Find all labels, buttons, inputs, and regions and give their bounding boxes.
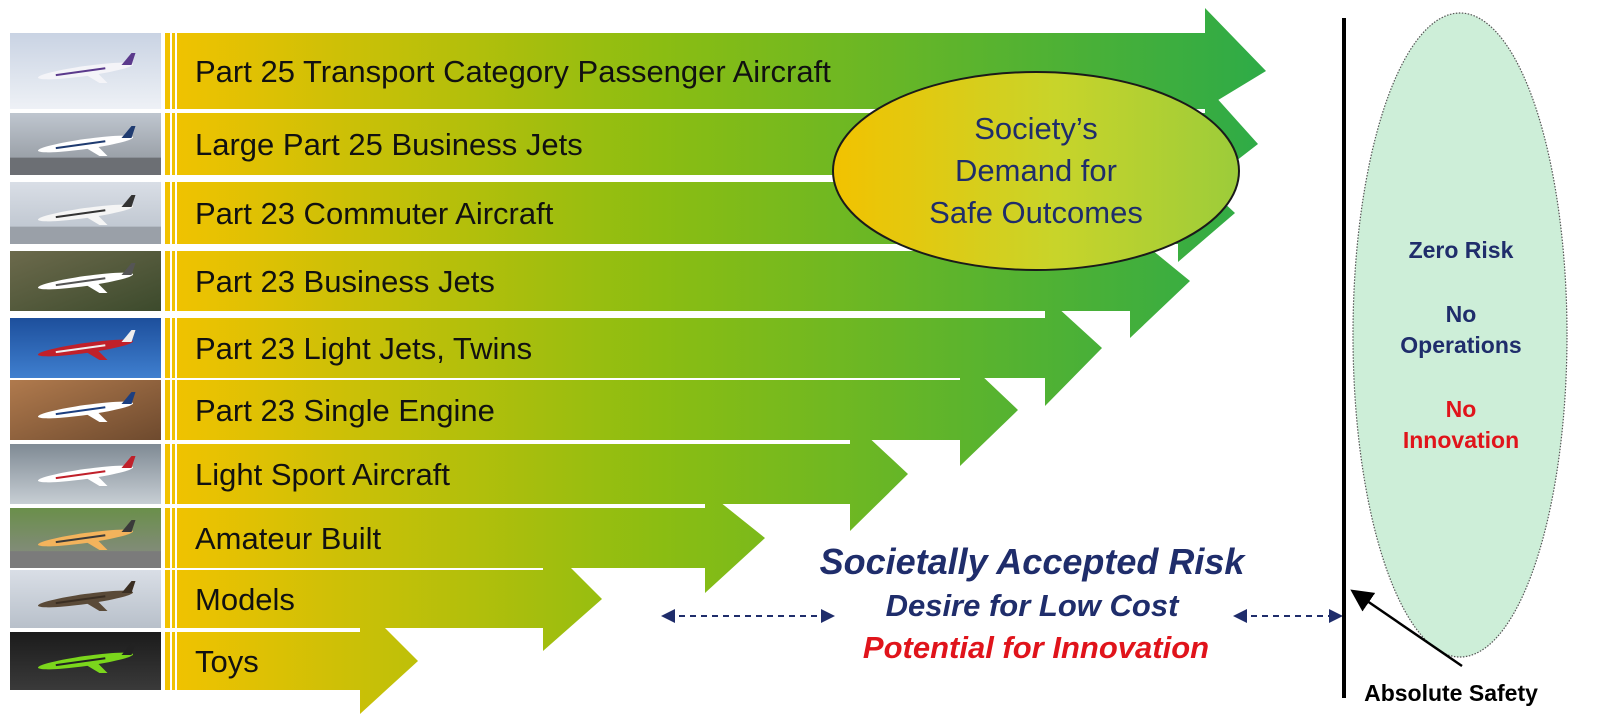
no-ops-line-1: No bbox=[1446, 301, 1477, 327]
commuter-photo bbox=[10, 182, 161, 244]
category-label: Light Sport Aircraft bbox=[195, 457, 450, 492]
category-labels: Part 25 Transport Category Passenger Air… bbox=[195, 54, 831, 679]
category-arrow bbox=[165, 420, 908, 531]
accepted-risk-text: Societally Accepted Risk Desire for Low … bbox=[820, 541, 1247, 665]
toy-plane-photo bbox=[10, 632, 161, 690]
category-label: Part 23 Business Jets bbox=[195, 264, 495, 299]
society-line-1: Society’s bbox=[974, 111, 1098, 146]
no-innovation-line-1: No bbox=[1446, 396, 1477, 422]
category-label: Large Part 25 Business Jets bbox=[195, 127, 583, 162]
category-label: Toys bbox=[195, 644, 259, 679]
accepted-risk-line: Societally Accepted Risk bbox=[820, 541, 1247, 582]
category-arrow bbox=[165, 603, 418, 714]
light-jet-photo bbox=[10, 318, 161, 378]
category-arrow bbox=[165, 232, 1190, 338]
bizjet-photo bbox=[10, 251, 161, 311]
society-line-2: Demand for bbox=[955, 153, 1117, 188]
no-innovation-line-2: Innovation bbox=[1403, 427, 1519, 453]
category-label: Models bbox=[195, 582, 295, 617]
photos-column bbox=[10, 33, 161, 690]
category-arrow bbox=[165, 540, 602, 651]
category-label: Part 25 Transport Category Passenger Air… bbox=[195, 54, 831, 89]
no-ops-line-2: Operations bbox=[1400, 332, 1521, 358]
category-arrow bbox=[165, 490, 765, 593]
society-demand-bubble: Society’s Demand for Safe Outcomes bbox=[832, 71, 1240, 271]
absolute-safety-label: Absolute Safety bbox=[1364, 680, 1538, 706]
category-label: Part 23 Commuter Aircraft bbox=[195, 196, 554, 231]
category-label: Part 23 Light Jets, Twins bbox=[195, 331, 532, 366]
society-line-3: Safe Outcomes bbox=[929, 195, 1143, 230]
zero-risk-text: Zero Risk No Operations No Innovation bbox=[1400, 237, 1521, 453]
low-cost-line: Desire for Low Cost bbox=[886, 588, 1180, 623]
absolute-safety-pointer bbox=[1350, 589, 1463, 668]
model-plane-photo bbox=[10, 570, 161, 628]
innovation-line: Potential for Innovation bbox=[863, 630, 1209, 665]
category-arrow bbox=[165, 355, 1018, 466]
single-engine-photo bbox=[10, 380, 161, 440]
light-sport-photo bbox=[10, 444, 161, 504]
amateur-built-photo bbox=[10, 508, 161, 568]
airliner-photo bbox=[10, 33, 161, 109]
category-label: Amateur Built bbox=[195, 521, 381, 556]
large-bizjet-photo bbox=[10, 113, 161, 175]
category-arrow bbox=[165, 296, 1102, 406]
zero-risk-line: Zero Risk bbox=[1409, 237, 1514, 263]
zero-risk-ellipse bbox=[1352, 12, 1568, 658]
category-label: Part 23 Single Engine bbox=[195, 393, 495, 428]
